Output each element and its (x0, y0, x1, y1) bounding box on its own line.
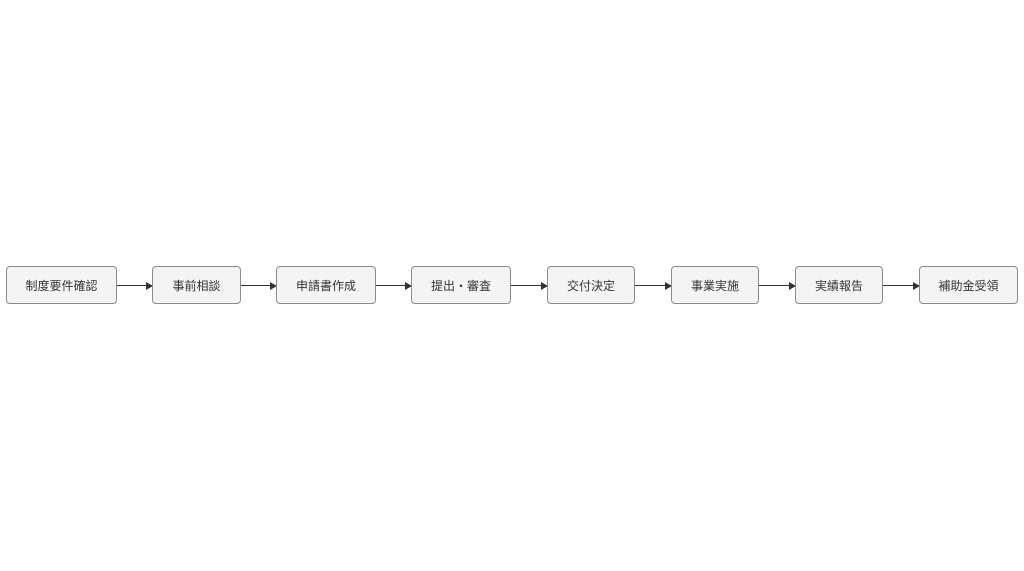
step-application-writing: 申請書作成 (276, 266, 376, 304)
arrow-5-6 (635, 281, 672, 290)
step-project-execution: 事業実施 (671, 266, 759, 304)
step-submission-review: 提出・審査 (411, 266, 511, 304)
step-requirement-check: 制度要件確認 (6, 266, 117, 304)
arrow-4-5 (511, 281, 548, 290)
arrow-2-3 (241, 281, 277, 290)
arrow-3-4 (376, 281, 412, 290)
step-grant-decision: 交付決定 (547, 266, 635, 304)
step-results-report: 実績報告 (795, 266, 883, 304)
arrow-6-7 (759, 281, 796, 290)
arrow-1-2 (117, 281, 153, 290)
step-pre-consultation: 事前相談 (152, 266, 241, 304)
arrow-7-8 (883, 281, 920, 290)
step-subsidy-receipt: 補助金受領 (919, 266, 1018, 304)
